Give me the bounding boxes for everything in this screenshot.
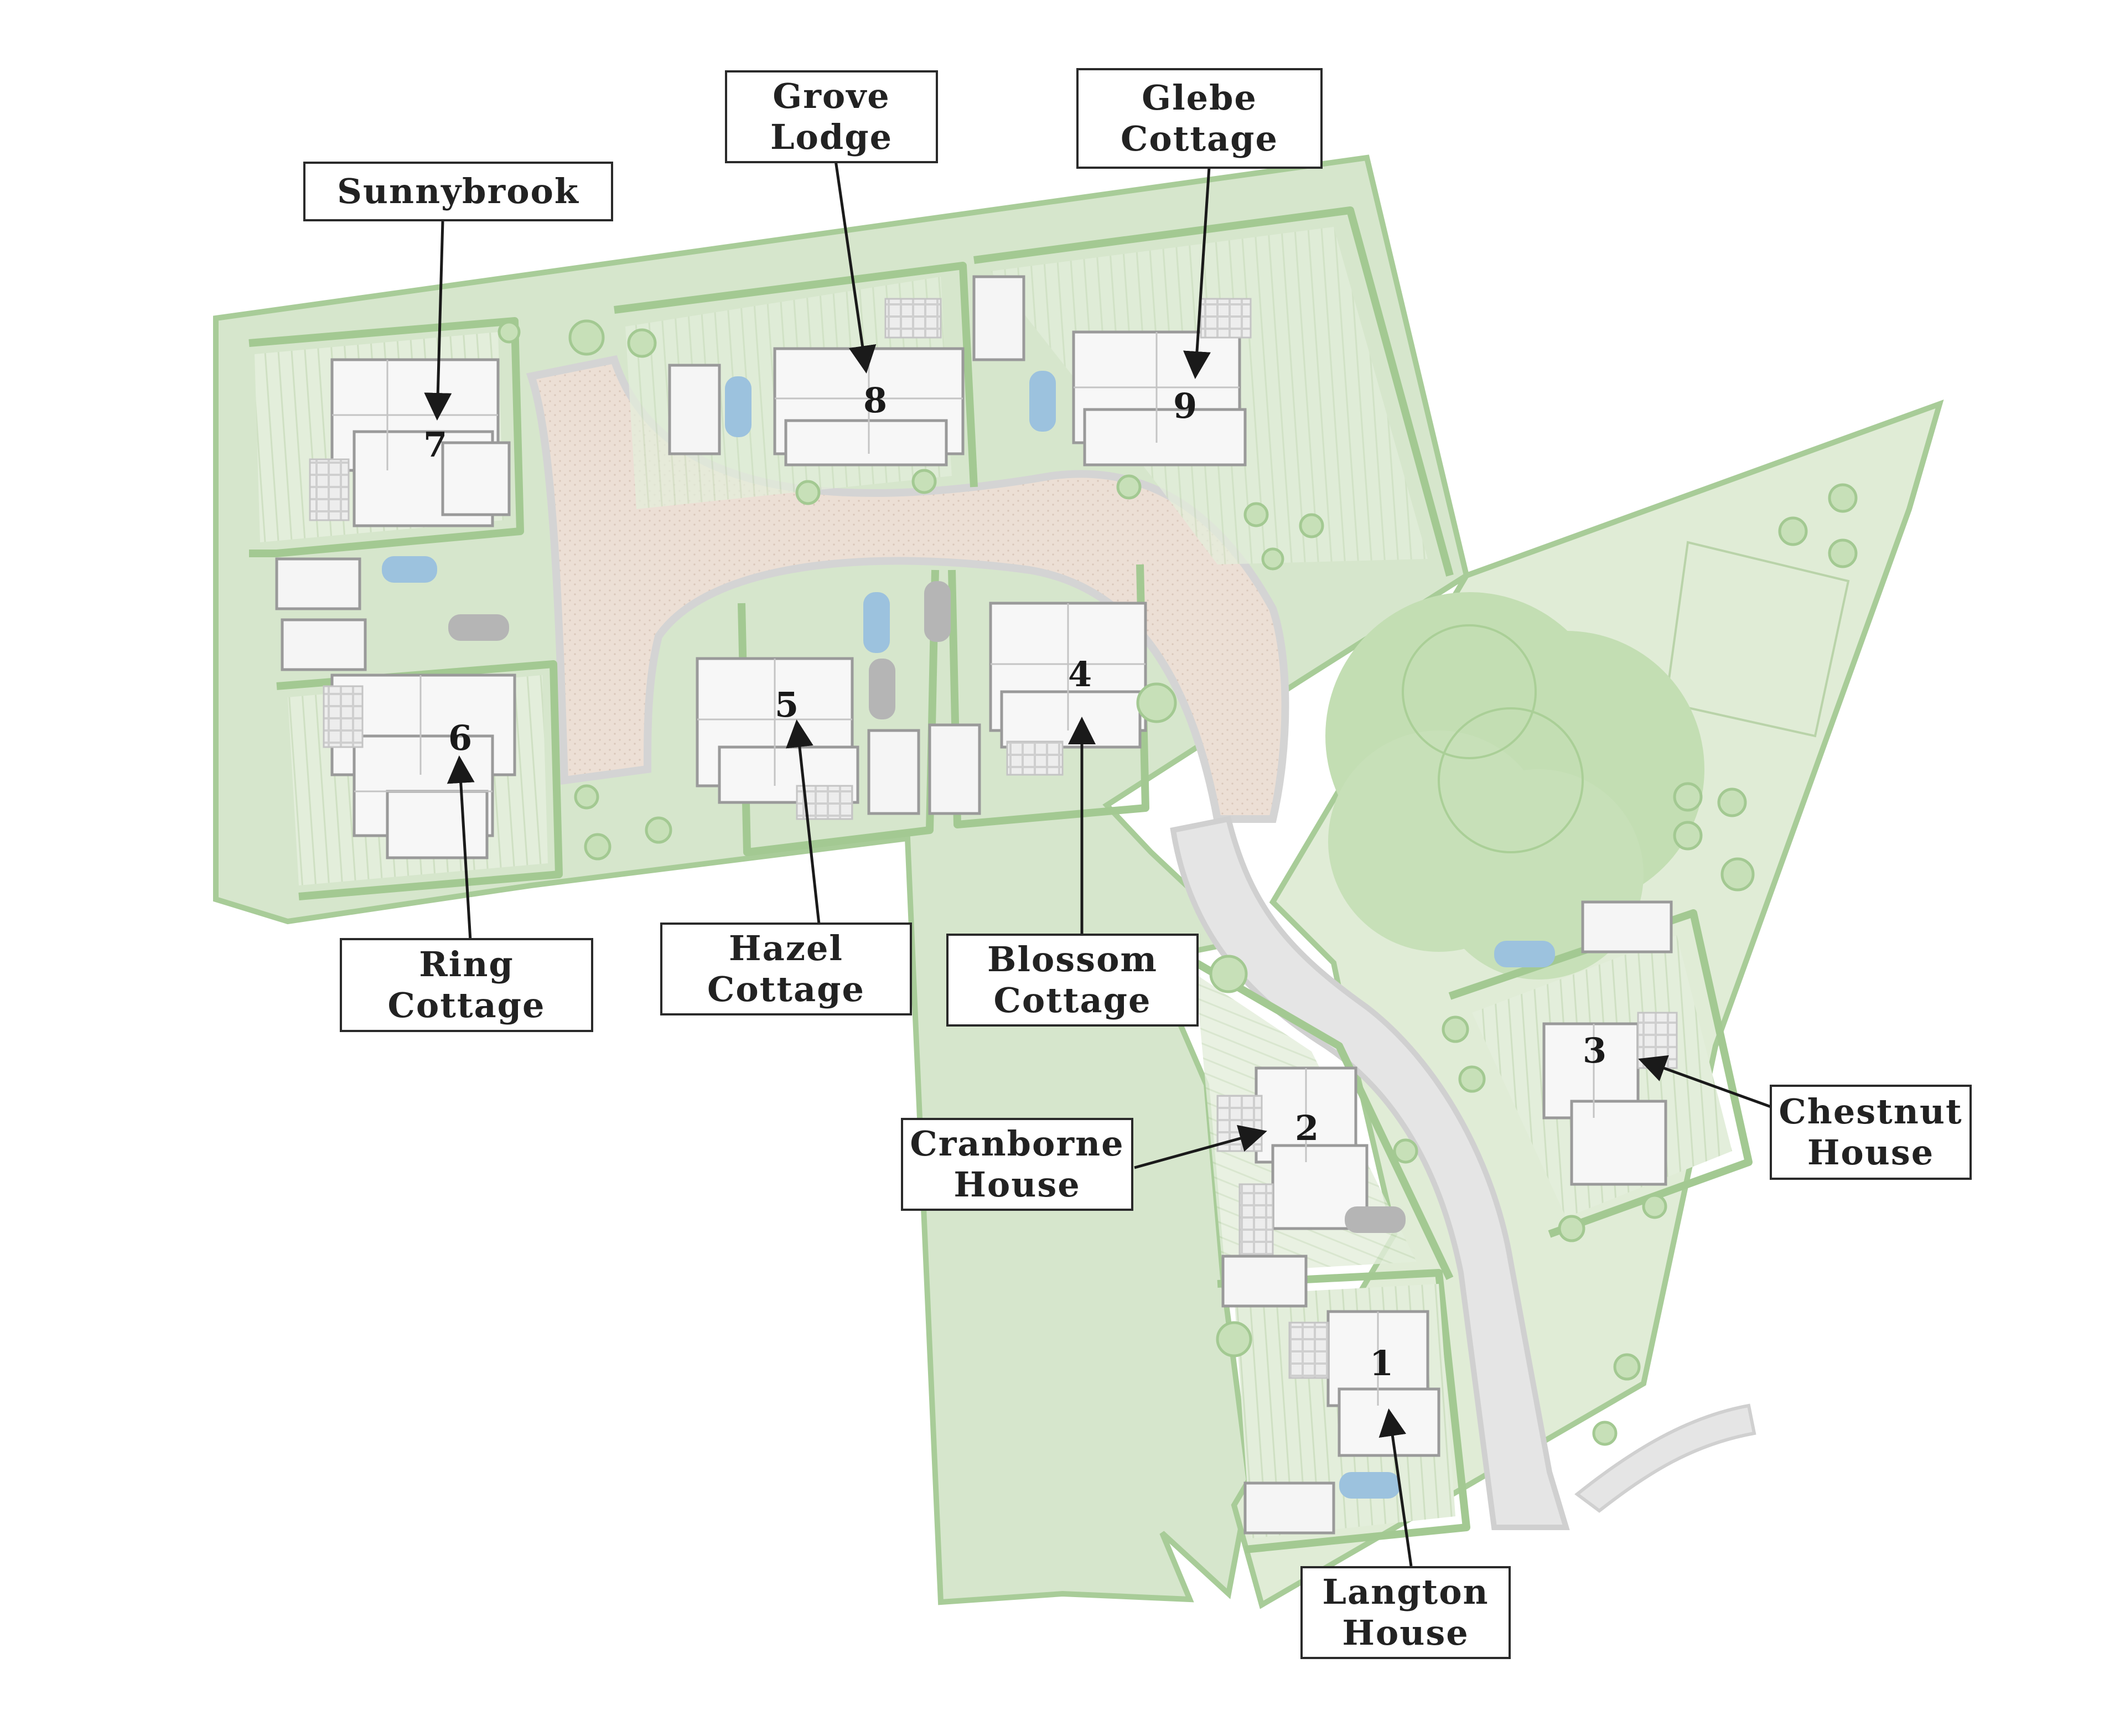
large-tree-canopy: [1325, 592, 1704, 980]
label-glebe-cottage: Glebe Cottage: [1076, 68, 1323, 169]
label-glebe-cottage-line1: Glebe: [1142, 77, 1257, 118]
plot-numbers: 7 6 8 9 5 4 2 3 1: [423, 380, 1606, 1383]
label-langton-house: Langton House: [1300, 1566, 1511, 1659]
plot-number-1: 1: [1370, 1343, 1393, 1383]
label-hazel-cottage-line2: Cottage: [707, 969, 865, 1009]
label-langton-house-line1: Langton: [1322, 1572, 1489, 1612]
arrow-ring-cottage: [447, 755, 475, 941]
label-ring-cottage: Ring Cottage: [340, 938, 593, 1032]
arrow-chestnut-house: [1638, 1055, 1771, 1108]
arrow-sunnybrook: [424, 221, 452, 421]
label-blossom-cottage-line1: Blossom: [987, 939, 1158, 980]
label-glebe-cottage-line2: Cottage: [1121, 118, 1278, 159]
plot-number-4: 4: [1068, 654, 1092, 695]
parked-cars: [382, 371, 1555, 1499]
arrow-langton-house: [1378, 1408, 1413, 1567]
arrow-cranborne-house: [1134, 1124, 1267, 1169]
label-chestnut-house-line2: House: [1807, 1132, 1935, 1173]
floorplan-detail: [332, 332, 1595, 1406]
label-sunnybrook: Sunnybrook: [303, 162, 613, 221]
open-field-outline: [1664, 541, 1850, 738]
label-ring-cottage-line2: Cottage: [387, 985, 546, 1025]
label-grove-lodge-line2: Lodge: [770, 117, 893, 157]
plot-number-3: 3: [1583, 1030, 1606, 1071]
plot-number-7: 7: [423, 424, 447, 465]
plot-number-9: 9: [1173, 386, 1197, 426]
plot-number-5: 5: [775, 685, 799, 725]
label-blossom-cottage: Blossom Cottage: [946, 934, 1199, 1027]
arrow-grove-lodge: [834, 160, 877, 374]
plot-number-2: 2: [1295, 1108, 1319, 1148]
label-langton-house-line2: House: [1342, 1613, 1469, 1653]
arrow-hazel-cottage: [786, 719, 821, 925]
callout-arrows: [424, 160, 1771, 1567]
label-grove-lodge: Grove Lodge: [725, 70, 938, 163]
label-chestnut-house-line1: Chestnut: [1779, 1091, 1963, 1132]
plot-number-8: 8: [863, 380, 887, 421]
label-cranborne-house-line2: House: [953, 1164, 1081, 1205]
label-chestnut-house: Chestnut House: [1770, 1085, 1972, 1180]
garages: [275, 275, 1673, 1535]
trees: [497, 319, 1858, 1446]
label-sunnybrook-line1: Sunnybrook: [337, 171, 579, 211]
plot-number-6: 6: [448, 718, 472, 758]
label-hazel-cottage-line1: Hazel: [729, 928, 843, 968]
label-cranborne-house-line1: Cranborne: [910, 1123, 1124, 1164]
label-hazel-cottage: Hazel Cottage: [660, 923, 912, 1015]
label-grove-lodge-line1: Grove: [773, 76, 890, 116]
hedges: [248, 206, 1753, 1553]
label-cranborne-house: Cranborne House: [901, 1118, 1133, 1211]
arrow-glebe-cottage: [1183, 167, 1211, 379]
label-ring-cottage-line1: Ring: [419, 944, 514, 984]
label-blossom-cottage-line2: Cottage: [993, 980, 1152, 1020]
